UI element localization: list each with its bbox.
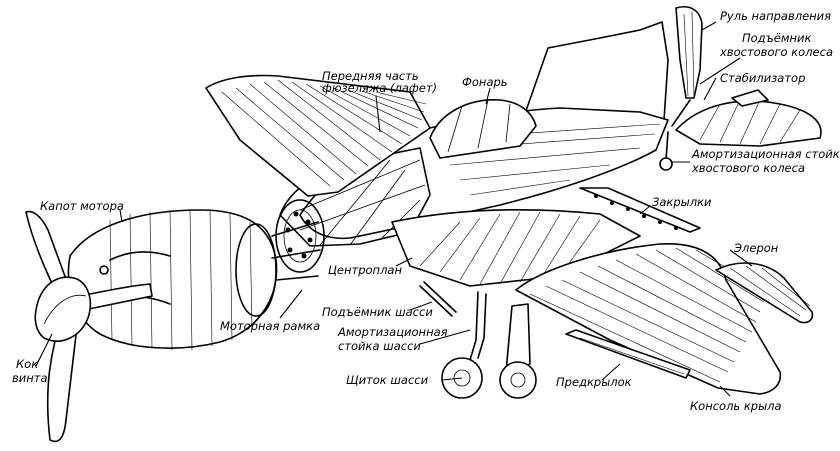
rudder-part <box>675 6 703 99</box>
label-cowling: Капот мотора <box>40 199 124 213</box>
label-rudder: Руль направления <box>720 9 831 23</box>
canopy-part <box>429 99 537 159</box>
label-slat: Предкрылок <box>556 375 632 389</box>
stabilizer-part <box>675 89 822 147</box>
labels: Руль направления Подъёмник хвостового ко… <box>12 9 840 413</box>
left-wing <box>205 74 431 197</box>
cowling-part <box>67 209 278 351</box>
landing-gear-part <box>419 281 537 399</box>
wing-panel-part <box>515 243 782 395</box>
label-fuselage-front-1: Передняя часть <box>322 69 419 83</box>
label-gear-strut-2: стойка шасси <box>338 339 421 353</box>
label-tail-retract-2: хвостового колеса <box>719 45 833 59</box>
label-tail-retract-1: Подъёмник <box>742 31 812 45</box>
leader-lines <box>35 21 753 397</box>
label-gear-retract: Подъёмник шасси <box>322 305 433 319</box>
label-tail-strut-2: хвостового колеса <box>691 161 805 175</box>
label-engine-mount: Моторная рамка <box>220 319 320 333</box>
label-gear-door: Щиток шасси <box>346 373 429 387</box>
label-stabilizer: Стабилизатор <box>720 71 805 85</box>
label-gear-strut-1: Амортизационная <box>337 325 448 339</box>
tail-wheel-assembly <box>659 99 691 171</box>
slat-part <box>565 329 691 379</box>
label-spinner-2: винта <box>12 371 48 385</box>
label-tail-strut-1: Амортизационная стойка <box>691 147 840 161</box>
label-center-section: Центроплан <box>328 263 402 277</box>
label-canopy: Фонарь <box>462 75 508 89</box>
label-wing-panel: Консоль крыла <box>690 399 782 413</box>
aileron-part <box>715 262 814 324</box>
label-fuselage-front-2: фюзеляжа (лафет) <box>322 81 437 95</box>
label-aileron: Элерон <box>733 241 779 255</box>
flaps-part <box>579 187 701 233</box>
propeller-part <box>25 210 153 443</box>
label-flaps: Закрылки <box>652 195 712 209</box>
label-spinner-1: Кок <box>16 357 38 371</box>
engine-mount-part <box>271 221 321 281</box>
